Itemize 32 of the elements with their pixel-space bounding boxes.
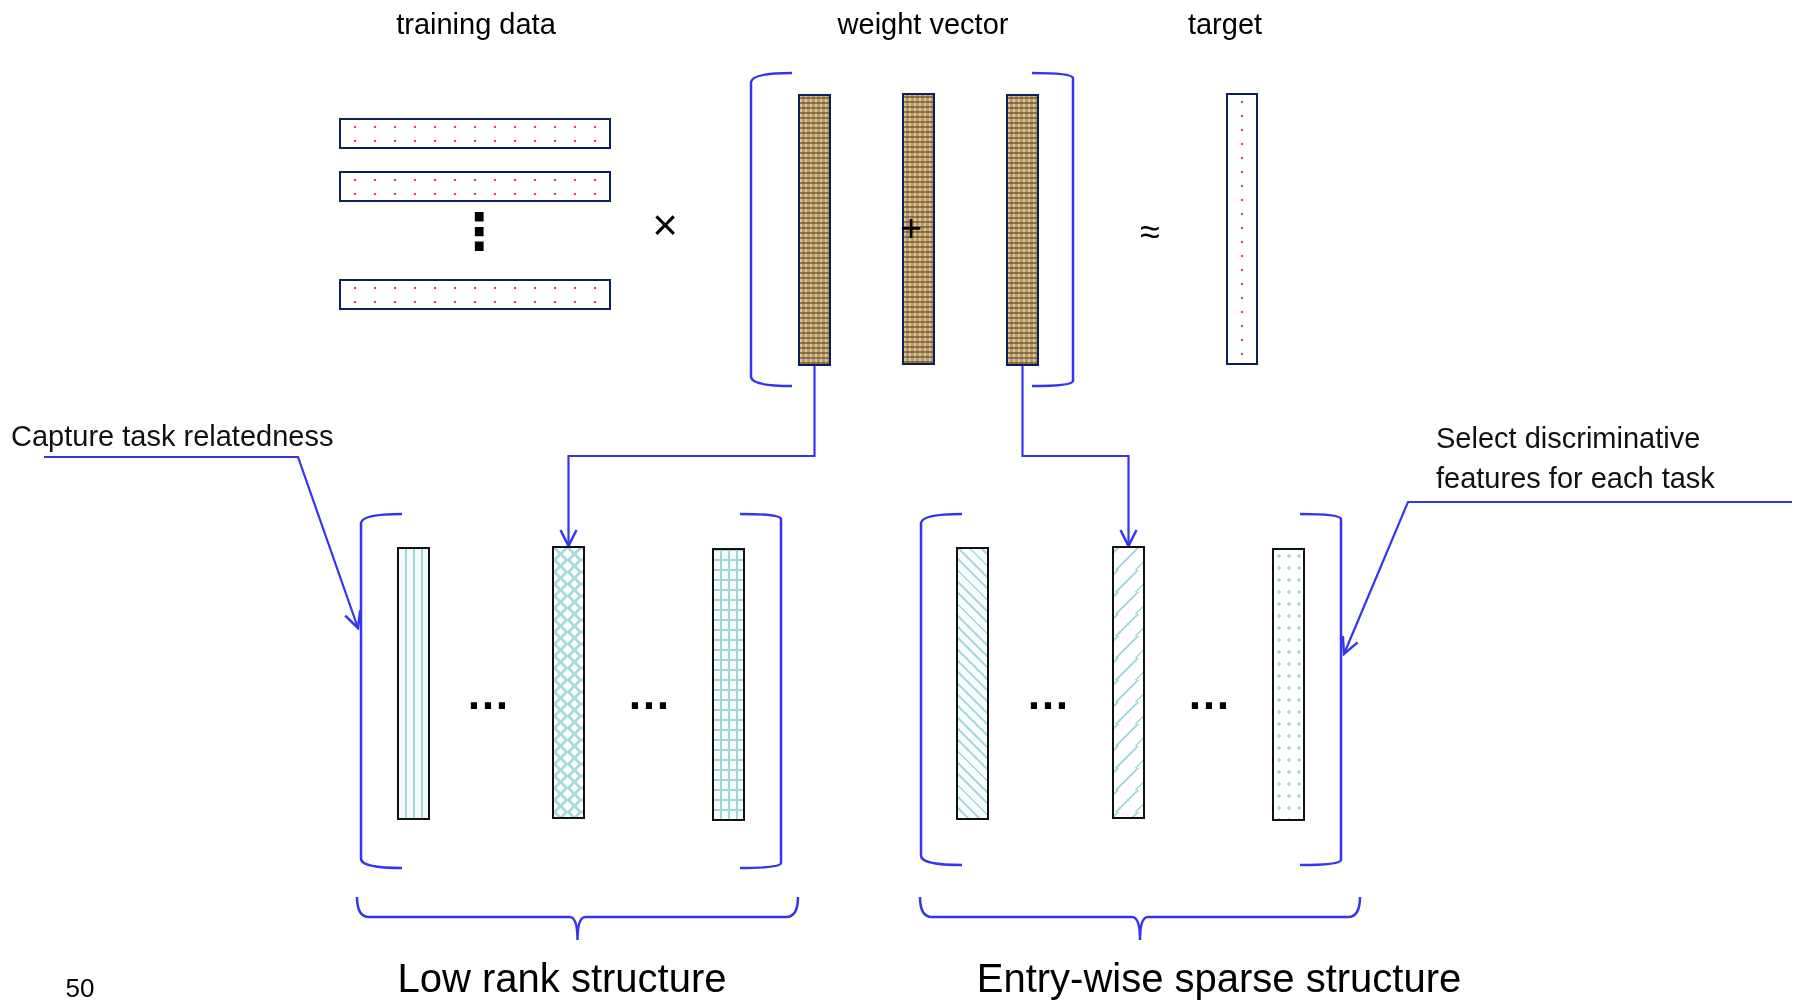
row-vector-bar xyxy=(339,118,611,149)
ellipsis: … xyxy=(1187,672,1231,716)
row-vector-bar xyxy=(339,279,611,310)
connector-arrow xyxy=(559,366,816,548)
column-vector-bar xyxy=(1006,94,1039,366)
column-vector-bar xyxy=(1272,548,1305,821)
leader-arrow xyxy=(1341,500,1792,656)
ellipsis: … xyxy=(1026,672,1070,716)
callout-text: Capture task relatedness xyxy=(11,416,411,457)
row-vector-bar xyxy=(339,171,611,202)
connector-arrow xyxy=(1021,366,1138,548)
structure-caption: Low rank structure xyxy=(397,958,727,998)
column-vector-bar xyxy=(902,93,935,365)
ellipsis: … xyxy=(466,672,510,716)
column-vector-bar xyxy=(397,547,430,820)
vertical-ellipsis: ⋮ xyxy=(454,207,504,257)
structure-caption: Entry-wise sparse structure xyxy=(976,958,1462,998)
column-heading: weight vector xyxy=(837,9,1009,39)
column-vector-bar xyxy=(552,546,585,819)
ellipsis: … xyxy=(627,672,671,716)
column-vector-bar xyxy=(1226,93,1258,365)
page-number: 50 xyxy=(65,975,95,1001)
leader-arrow xyxy=(44,455,362,630)
column-vector-bar xyxy=(956,547,989,820)
callout-text: Select discriminative features for each task xyxy=(1436,418,1792,502)
column-vector-bar xyxy=(712,548,745,821)
multiply-sign: × xyxy=(652,203,678,247)
approx-sign: ≈ xyxy=(1140,214,1160,250)
column-vector-bar xyxy=(798,94,831,366)
column-heading: target xyxy=(1187,9,1263,39)
column-heading: training data xyxy=(396,9,556,39)
column-vector-bar xyxy=(1112,546,1145,819)
